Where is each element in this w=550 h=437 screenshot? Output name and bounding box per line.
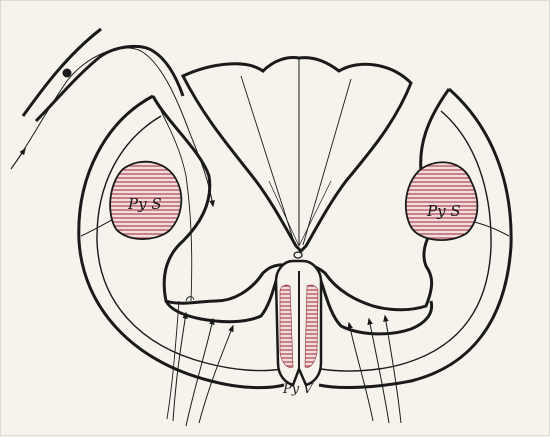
central-canal [294,252,302,258]
afferent-fibre [11,48,213,206]
label-py-s-right: Py S [426,202,461,220]
label-py-s-left: Py S [127,195,162,213]
py-v-tract-right [305,285,318,367]
ventral-root-fibre-left-1 [173,313,186,421]
ventral-root-fibre-right-1 [349,323,373,421]
ganglion-cell [63,69,72,78]
ventral-root-fibre-left-4 [167,301,179,419]
afferent-fibre-arrow-tail [11,149,25,169]
ventral-root-fibre-left-3 [199,326,233,423]
label-py-v: Py V [282,382,314,397]
dorsal-root-upper [23,29,101,116]
ventral-root-fibre-left-2 [186,319,213,426]
dorsal-columns [183,58,411,251]
collateral-ending [186,297,194,301]
